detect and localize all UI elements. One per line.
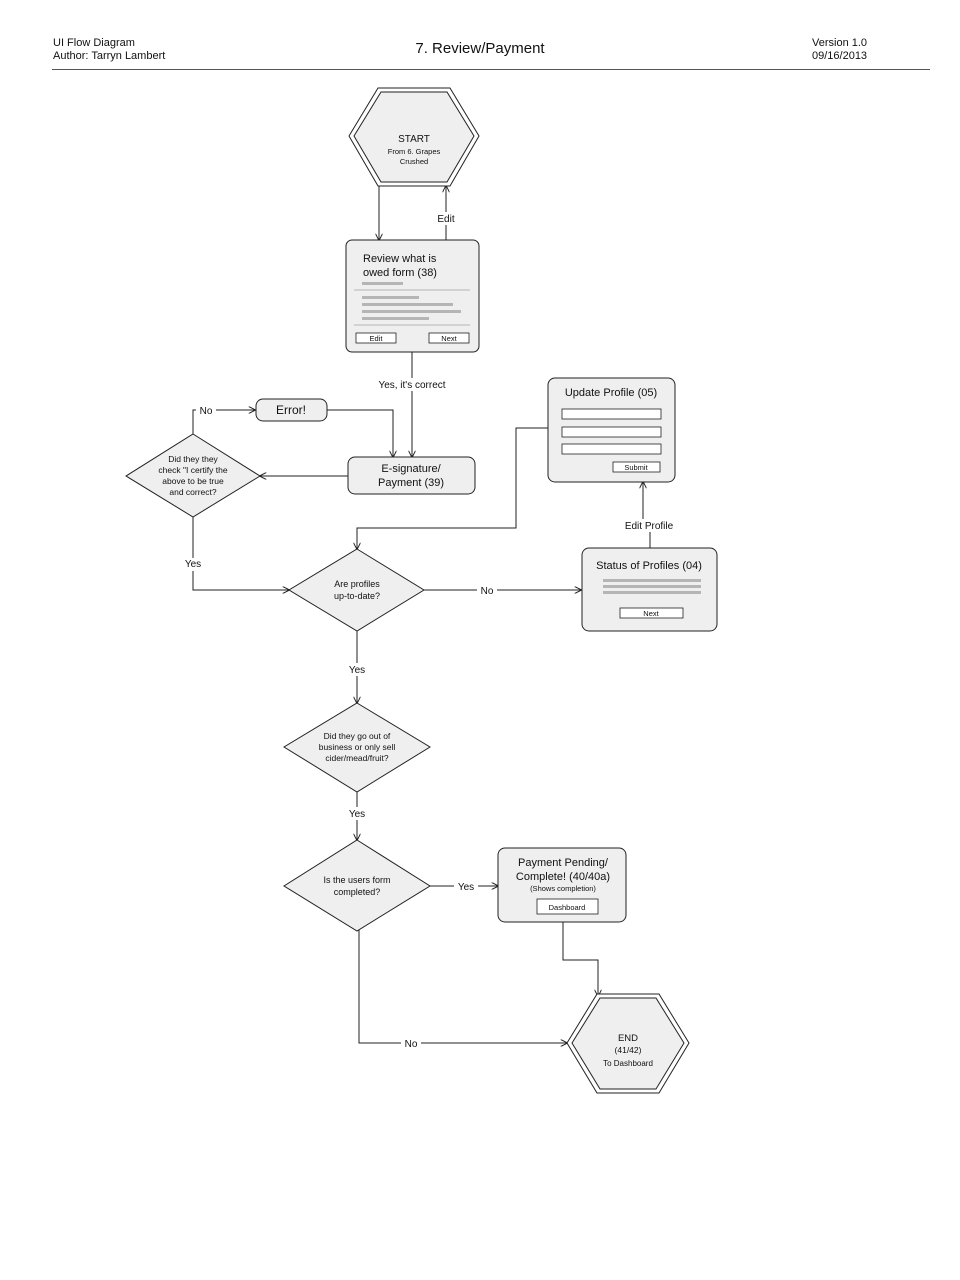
connector-payment-end <box>562 922 598 996</box>
status-profiles-node: Status of Profiles (04) Next <box>581 547 718 632</box>
certify-line2: check "I certify the <box>158 465 227 475</box>
certify-line3: above to be true <box>162 476 224 486</box>
label-no-form: No <box>405 1039 418 1050</box>
connector-error-esig <box>327 409 393 457</box>
start-line1: From 6. Grapes <box>388 147 441 156</box>
header-divider <box>52 69 930 70</box>
header-left: UI Flow Diagram Author: Tarryn Lambert <box>53 37 165 63</box>
dashboard-label: Dashboard <box>549 903 586 912</box>
start-line2: Crushed <box>400 157 428 166</box>
start-node: START From 6. Grapes Crushed <box>348 87 480 187</box>
text-placeholder <box>362 317 429 320</box>
label-edit: Edit <box>437 214 454 225</box>
form-complete-decision: Is the users form completed? <box>283 839 431 932</box>
update-profile-node: Update Profile (05) Submit <box>547 377 676 483</box>
profiles-line1: Are profiles <box>334 579 380 589</box>
end-line1: (41/42) <box>615 1045 642 1055</box>
diagram-type: UI Flow Diagram <box>53 37 135 49</box>
review-form-node: Review what is owed form (38) Edit Next <box>345 239 480 353</box>
certify-line1: Did they they <box>168 454 218 464</box>
header-right: Version 1.0 09/16/2013 <box>812 37 867 63</box>
version: Version 1.0 <box>812 37 868 49</box>
profile-field[interactable] <box>561 443 662 455</box>
profiles-line2: up-to-date? <box>334 591 380 601</box>
text-placeholder <box>362 303 453 306</box>
status-next-button[interactable]: Next <box>619 607 684 619</box>
payment-pending-node: Payment Pending/ Complete! (40/40a) (Sho… <box>497 847 627 923</box>
submit-button[interactable]: Submit <box>612 461 661 473</box>
status-next-label: Next <box>643 609 659 618</box>
connector-certify-profiles <box>192 516 289 590</box>
label-no-error: No <box>200 406 213 417</box>
review-next-label: Next <box>441 334 457 343</box>
label-yes-business: Yes <box>349 809 365 820</box>
error-label: Error! <box>276 403 306 417</box>
label-yes-certify: Yes <box>185 559 201 570</box>
text-placeholder <box>603 585 701 588</box>
review-edit-button[interactable]: Edit <box>355 332 397 344</box>
text-placeholder <box>603 579 701 582</box>
business-decision: Did they go out of business or only sell… <box>283 702 431 793</box>
label-yes-form: Yes <box>458 882 474 893</box>
label-yes-profiles: Yes <box>349 665 365 676</box>
author: Author: Tarryn Lambert <box>53 50 166 62</box>
esig-line2: Payment (39) <box>378 477 444 489</box>
connector-update-profiles <box>357 427 548 549</box>
label-no-profiles: No <box>481 586 494 597</box>
business-line2: business or only sell <box>319 742 396 752</box>
end-title: END <box>618 1033 638 1044</box>
esig-line1: E-signature/ <box>381 463 441 475</box>
profiles-decision: Are profiles up-to-date? <box>288 548 425 632</box>
review-line2: owed form (38) <box>363 267 437 279</box>
text-placeholder <box>362 296 419 299</box>
update-profile-title: Update Profile (05) <box>565 387 657 399</box>
end-line2: To Dashboard <box>603 1059 653 1068</box>
payment-line3: (Shows completion) <box>530 884 596 893</box>
review-next-button[interactable]: Next <box>428 332 470 344</box>
business-line3: cider/mead/fruit? <box>325 753 389 763</box>
error-node: Error! <box>255 398 328 422</box>
payment-line1: Payment Pending/ <box>518 857 609 869</box>
text-placeholder <box>362 310 461 313</box>
certify-decision: Did they they check "I certify the above… <box>125 433 261 518</box>
start-title: START <box>398 134 430 145</box>
review-line1: Review what is <box>363 253 437 265</box>
connector-form-end <box>358 930 567 1043</box>
review-edit-label: Edit <box>370 334 384 343</box>
connector-certify-error <box>192 410 255 434</box>
esignature-node: E-signature/ Payment (39) <box>347 456 476 495</box>
date: 09/16/2013 <box>812 50 868 62</box>
end-node: END (41/42) To Dashboard <box>566 993 690 1094</box>
text-placeholder <box>362 282 403 285</box>
payment-line2: Complete! (40/40a) <box>516 871 610 883</box>
dashboard-button[interactable]: Dashboard <box>536 898 599 915</box>
certify-line4: and correct? <box>169 487 217 497</box>
status-profiles-title: Status of Profiles (04) <box>596 560 702 572</box>
form-q-line2: completed? <box>334 887 381 897</box>
business-line1: Did they go out of <box>324 731 391 741</box>
page-title: 7. Review/Payment <box>415 40 545 57</box>
profile-field[interactable] <box>561 426 662 438</box>
label-yes-correct: Yes, it's correct <box>378 380 445 391</box>
form-q-line1: Is the users form <box>323 875 390 885</box>
label-edit-profile: Edit Profile <box>625 521 674 532</box>
profile-field[interactable] <box>561 408 662 420</box>
submit-label: Submit <box>624 463 648 472</box>
text-placeholder <box>603 591 701 594</box>
connector-status-update <box>643 482 651 548</box>
